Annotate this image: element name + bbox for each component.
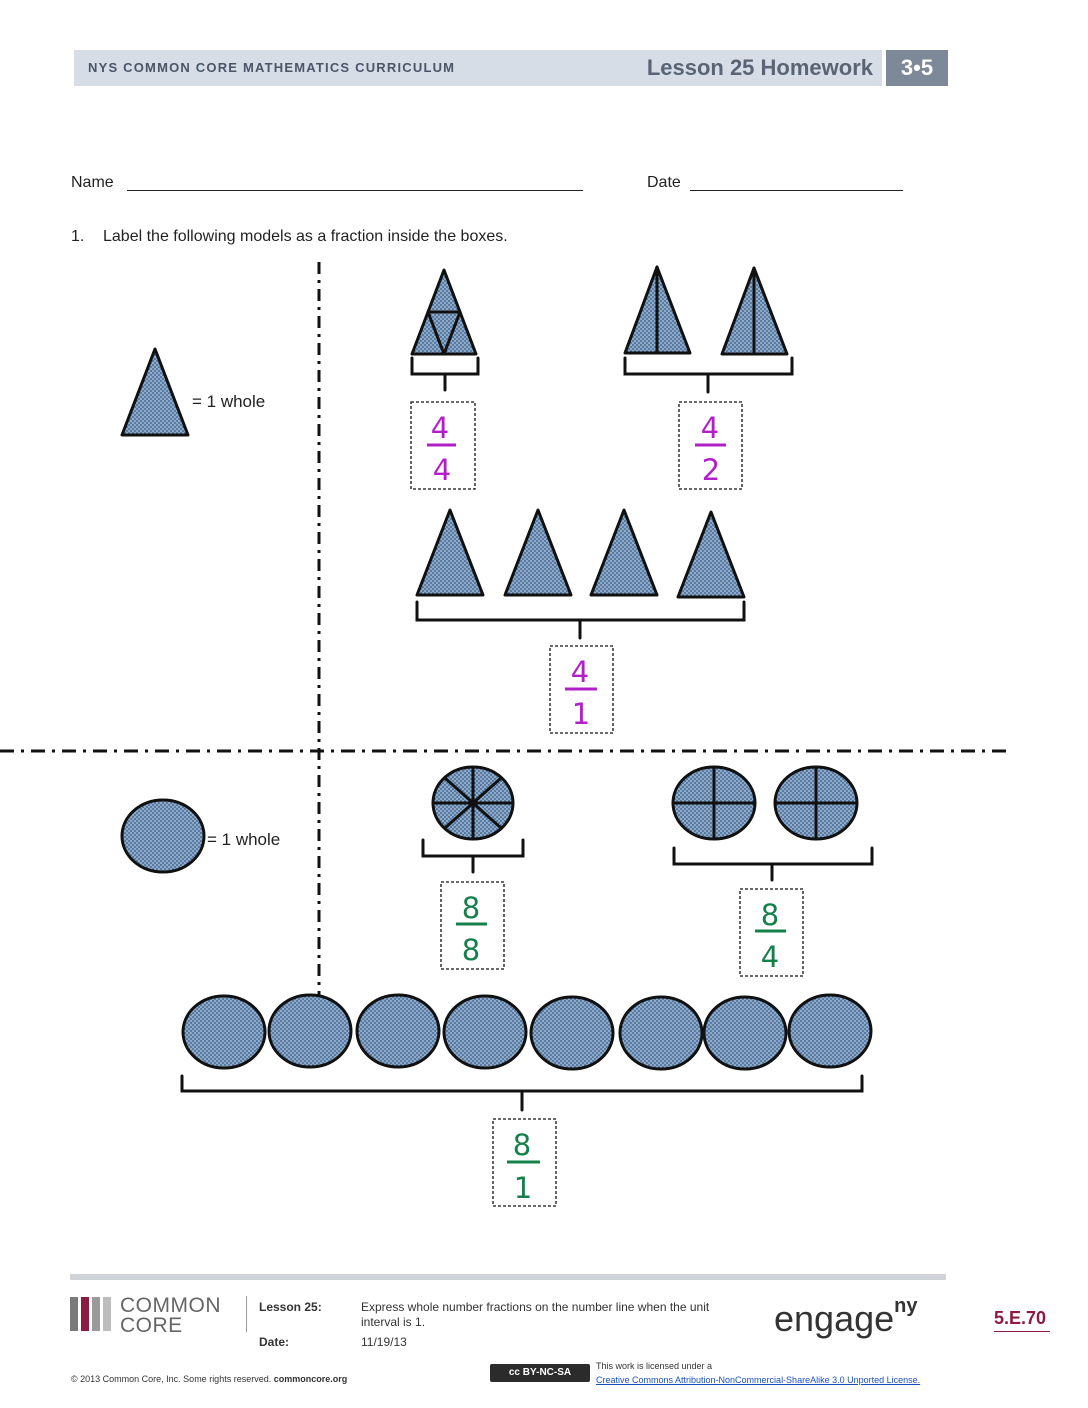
whole-circle-icon: [442, 994, 528, 1070]
answer-numerator: 4: [571, 655, 589, 689]
question-number: 1.: [71, 228, 85, 245]
whole-triangle-icon: [589, 508, 659, 597]
bracket: [410, 356, 480, 392]
answer-numerator: 8: [513, 1128, 531, 1162]
question-text: Label the following models as a fraction…: [103, 228, 508, 245]
answer-box: [492, 1118, 557, 1207]
copyright: © 2013 Common Core, Inc. Some rights res…: [71, 1374, 348, 1384]
whole-circle-icon: [618, 995, 704, 1071]
whole-circle-icon: [787, 993, 873, 1069]
answer-box: [678, 401, 743, 490]
answer-numerator: 8: [761, 898, 779, 932]
whole-circle-icon: [181, 994, 267, 1070]
circle-legend: = 1 whole: [207, 830, 281, 849]
curriculum-title: NYS COMMON CORE MATHEMATICS CURRICULUM: [88, 60, 456, 75]
license-link[interactable]: Creative Commons Attribution-NonCommerci…: [596, 1375, 921, 1385]
answer-denominator: 8: [462, 933, 480, 967]
triangle-legend: = 1 whole: [192, 392, 266, 411]
license-text: This work is licensed under a: [596, 1361, 713, 1371]
answer-denominator: 1: [572, 697, 590, 731]
answer-box: [739, 888, 804, 977]
answer-denominator: 1: [514, 1171, 532, 1205]
answer-denominator: 4: [433, 453, 451, 487]
footer-lesson-desc-1: Express whole number fractions on the nu…: [361, 1300, 710, 1314]
footer-lesson-desc-2: interval is 1.: [361, 1315, 426, 1329]
whole-circle-icon: [267, 993, 353, 1069]
answer-numerator: 4: [701, 411, 719, 445]
page-number: 5.E.70: [994, 1308, 1047, 1328]
name-field[interactable]: [127, 190, 583, 191]
bracket: [623, 356, 794, 394]
whole-triangle-icon: [503, 508, 573, 597]
whole-circle-icon: [529, 995, 615, 1071]
lesson-title: Lesson 25 Homework: [646, 55, 873, 80]
bracket: [180, 1074, 864, 1112]
answer-box: [440, 881, 505, 970]
bracket: [415, 600, 746, 640]
grade-badge: 3•5: [886, 50, 948, 86]
whole-triangle-icon: [676, 510, 746, 599]
whole-circle-icon: [355, 993, 441, 1069]
footer-lesson-label: Lesson 25:: [259, 1300, 322, 1314]
whole-triangle-icon: [415, 508, 485, 597]
answer-box: [549, 645, 614, 734]
footer-divider: [246, 1296, 247, 1332]
whole-circle-icon: [702, 995, 788, 1071]
bracket: [421, 838, 525, 874]
name-label: Name: [71, 174, 114, 191]
cc-license-badge-icon[interactable]: cc BY-NC-SA: [490, 1364, 590, 1382]
whole-circle-icon: [120, 798, 206, 874]
footer-date-value: 11/19/13: [361, 1335, 407, 1349]
whole-triangle-icon: [120, 347, 190, 437]
footer-date-label: Date:: [259, 1335, 290, 1349]
answer-denominator: 4: [761, 940, 779, 974]
common-core-logo-text: COMMON CORE: [120, 1294, 221, 1337]
bracket: [672, 846, 874, 882]
common-core-logo-icon: [70, 1297, 111, 1331]
page-number-underline: [994, 1331, 1050, 1332]
answer-numerator: 4: [431, 411, 449, 445]
answer-box: [410, 401, 476, 490]
date-field[interactable]: [690, 190, 903, 191]
header-bar: [74, 50, 882, 86]
date-label: Date: [647, 174, 681, 191]
answer-denominator: 2: [702, 453, 720, 487]
footer-rule: [70, 1274, 946, 1280]
engageny-logo: engageny: [774, 1295, 918, 1339]
answer-numerator: 8: [462, 891, 480, 925]
